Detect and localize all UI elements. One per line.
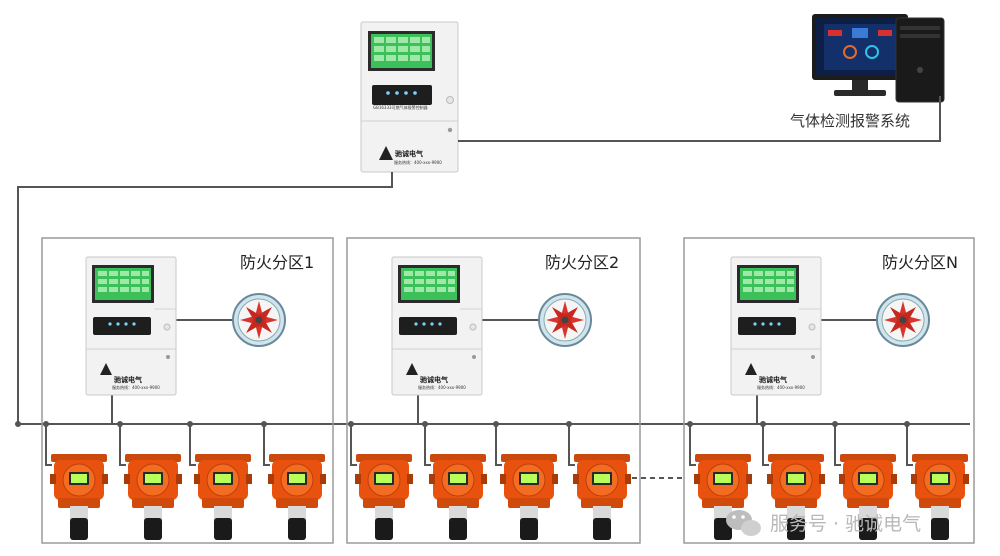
watermark: 服务号 · 驰诚电气 [726, 510, 921, 536]
zone-border [346, 237, 641, 544]
exhaust-fan-icon [232, 293, 286, 347]
monitoring-computer [812, 14, 945, 103]
master-hotline: 服务热线：400-xxx-9900 [394, 159, 442, 165]
zone-border [41, 237, 334, 544]
zone-controller-brand: 驰诚电气 [420, 375, 448, 384]
fire-zone-n: 防火分区N 驰诚电气 服务热线：400-xxx-9900 [683, 237, 975, 544]
zone-controller-hotline: 服务热线：400-xxx-9900 [418, 384, 466, 390]
zone-title: 防火分区N [882, 253, 958, 272]
master-brand: 驰诚电气 [395, 149, 423, 158]
fire-zone-1: 防火分区1 驰诚电气 服务热线：400-xxx-9900 [41, 237, 334, 544]
zone-controller: 驰诚电气 服务热线：400-xxx-9900 [85, 256, 177, 396]
brand-logo-icon [379, 146, 393, 160]
network-wiring [17, 96, 970, 466]
gas-detector [193, 453, 253, 541]
gas-detector [354, 453, 414, 541]
gas-detector [499, 453, 559, 541]
zone-controller: 驰诚电气 服务热线：400-xxx-9900 [730, 256, 822, 396]
gas-detector [267, 453, 327, 541]
exhaust-fan-icon [876, 293, 930, 347]
watermark-text: 服务号 · 驰诚电气 [770, 513, 921, 535]
zone-controller-hotline: 服务热线：400-xxx-9900 [757, 384, 805, 390]
gas-detector [49, 453, 109, 541]
zone-border [683, 237, 975, 544]
gas-detector [428, 453, 488, 541]
master-controller: GB16333可燃气体报警控制器 驰诚电气 服务热线：400-xxx-9900 [360, 21, 459, 173]
zone-controller-brand: 驰诚电气 [114, 375, 142, 384]
fire-zone-2: 防火分区2 驰诚电气 服务热线：400-xxx-9900 [346, 237, 641, 544]
zone-title: 防火分区1 [240, 253, 314, 272]
master-model-line: GB16333可燃气体报警控制器 [373, 104, 428, 110]
pc-label: 气体检测报警系统 [790, 112, 910, 130]
exhaust-fan-icon [538, 293, 592, 347]
wechat-icon [726, 510, 761, 536]
gas-detector [572, 453, 632, 541]
zone-controller-brand: 驰诚电气 [759, 375, 787, 384]
gas-detector [123, 453, 183, 541]
zone-controller-hotline: 服务热线：400-xxx-9900 [112, 384, 160, 390]
zone-controller: 驰诚电气 服务热线：400-xxx-9900 [391, 256, 483, 396]
zone-title: 防火分区2 [545, 253, 619, 272]
